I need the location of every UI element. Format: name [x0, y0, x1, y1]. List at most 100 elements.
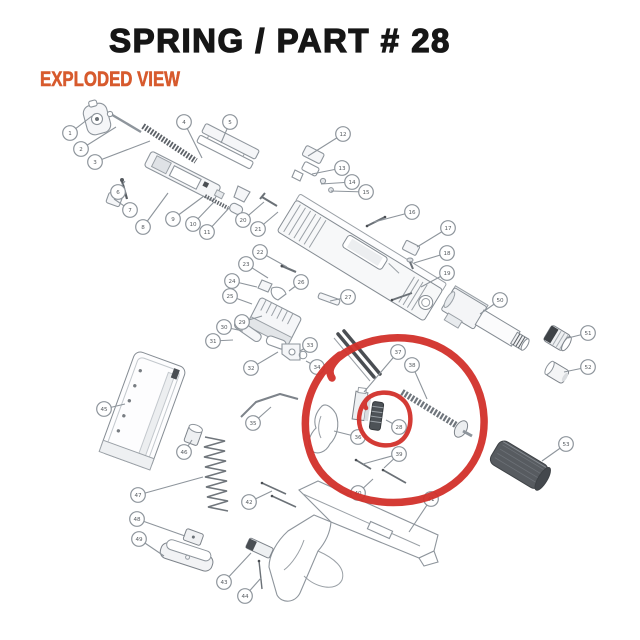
extractor-part — [233, 185, 251, 203]
svg-text:2: 2 — [79, 147, 83, 153]
callout-47: 47 — [130, 476, 204, 503]
svg-text:34: 34 — [313, 365, 321, 371]
muzzle-cap-part — [544, 360, 570, 384]
callout-38: 38 — [404, 357, 428, 400]
slide-part — [277, 194, 447, 321]
svg-text:6: 6 — [116, 190, 120, 196]
svg-text:50: 50 — [496, 298, 504, 304]
callout-50: 50 — [479, 292, 508, 315]
svg-text:9: 9 — [171, 217, 175, 223]
svg-text:19: 19 — [443, 271, 451, 277]
svg-text:44: 44 — [241, 594, 249, 600]
svg-text:24: 24 — [228, 279, 236, 285]
small-spring-part — [204, 194, 244, 216]
callout-6: 6 — [110, 180, 126, 200]
svg-text:21: 21 — [254, 227, 262, 233]
callout-12: 12 — [307, 126, 351, 157]
callout-23: 23 — [238, 256, 269, 279]
firing-pin-part — [106, 110, 142, 134]
callout-15: 15 — [330, 184, 374, 200]
svg-text:22: 22 — [256, 250, 263, 256]
callout-30: 30 — [216, 319, 244, 335]
svg-text:15: 15 — [362, 190, 370, 196]
cover-plate-part — [196, 123, 260, 170]
svg-text:26: 26 — [297, 280, 305, 286]
svg-text:7: 7 — [128, 208, 132, 214]
callout-1: 1 — [62, 115, 93, 141]
svg-text:25: 25 — [226, 294, 234, 300]
callout-29: 29 — [234, 314, 263, 330]
svg-text:4: 4 — [182, 120, 186, 126]
svg-text:38: 38 — [408, 363, 416, 369]
callout-17: 17 — [416, 220, 456, 248]
striker-assembly-part — [144, 151, 225, 201]
callout-51: 51 — [567, 325, 596, 341]
page-title: SPRING / PART # 28 — [108, 21, 451, 59]
callout-49: 49 — [131, 531, 165, 557]
callout-27: 27 — [329, 289, 356, 305]
svg-text:53: 53 — [562, 442, 570, 448]
svg-text:48: 48 — [133, 517, 141, 523]
callout-46: 46 — [176, 439, 193, 460]
callout-26: 26 — [288, 274, 309, 292]
svg-text:52: 52 — [584, 365, 591, 371]
svg-text:39: 39 — [395, 452, 403, 458]
svg-text:41: 41 — [427, 497, 435, 503]
svg-text:11: 11 — [203, 230, 211, 236]
svg-text:12: 12 — [339, 132, 346, 138]
follower-part — [182, 528, 204, 546]
mag-catch-pin-part — [257, 559, 263, 590]
slide-screw-part — [406, 257, 414, 270]
callout-33: 33 — [299, 337, 318, 353]
thread-protector-part — [543, 325, 572, 352]
frame-pins-upper-part — [260, 481, 297, 508]
callout-44: 44 — [237, 577, 262, 604]
callout-8: 8 — [135, 192, 169, 235]
barrel-part — [441, 285, 530, 351]
callout-9: 9 — [165, 195, 205, 227]
backplate-part — [82, 99, 112, 136]
slide-stop-lever-part — [240, 393, 299, 418]
svg-text:33: 33 — [306, 343, 314, 349]
svg-text:45: 45 — [100, 407, 108, 413]
svg-text:28: 28 — [395, 425, 403, 431]
trigger-blade-line — [318, 415, 322, 439]
svg-text:17: 17 — [444, 226, 452, 232]
svg-text:36: 36 — [354, 435, 362, 441]
svg-text:3: 3 — [93, 160, 97, 166]
callout-37: 37 — [363, 344, 406, 393]
callout-42: 42 — [241, 490, 273, 510]
base-plate-part — [159, 539, 214, 572]
svg-text:37: 37 — [394, 350, 402, 356]
svg-text:13: 13 — [338, 166, 346, 172]
svg-text:47: 47 — [134, 493, 142, 499]
exploded-view-label: EXPLODED VIEW — [40, 68, 181, 92]
grip-plug-part — [183, 423, 203, 446]
svg-text:16: 16 — [408, 210, 416, 216]
svg-text:20: 20 — [239, 218, 247, 224]
callout-10: 10 — [185, 201, 215, 232]
svg-text:18: 18 — [443, 251, 451, 257]
callout-20: 20 — [235, 201, 265, 228]
striker-spring-part — [141, 123, 198, 164]
frame-pins-lower-part — [354, 458, 407, 484]
spring-part-28 — [368, 401, 385, 431]
red-highlight-circle-large — [301, 334, 488, 507]
svg-text:27: 27 — [344, 295, 352, 301]
svg-text:1: 1 — [68, 131, 72, 137]
svg-text:8: 8 — [141, 225, 145, 231]
callout-24: 24 — [224, 273, 258, 289]
guide-rod-part — [400, 389, 473, 438]
rear-sight-parts — [291, 145, 334, 193]
red-highlight-circle-small — [356, 390, 413, 448]
frame-part — [268, 480, 439, 602]
callout-18: 18 — [413, 245, 455, 264]
svg-text:14: 14 — [348, 180, 356, 186]
svg-text:5: 5 — [228, 120, 232, 126]
callout-5: 5 — [220, 114, 238, 144]
callout-31: 31 — [205, 333, 234, 349]
callout-3: 3 — [87, 140, 151, 170]
callout-14: 14 — [320, 174, 360, 190]
